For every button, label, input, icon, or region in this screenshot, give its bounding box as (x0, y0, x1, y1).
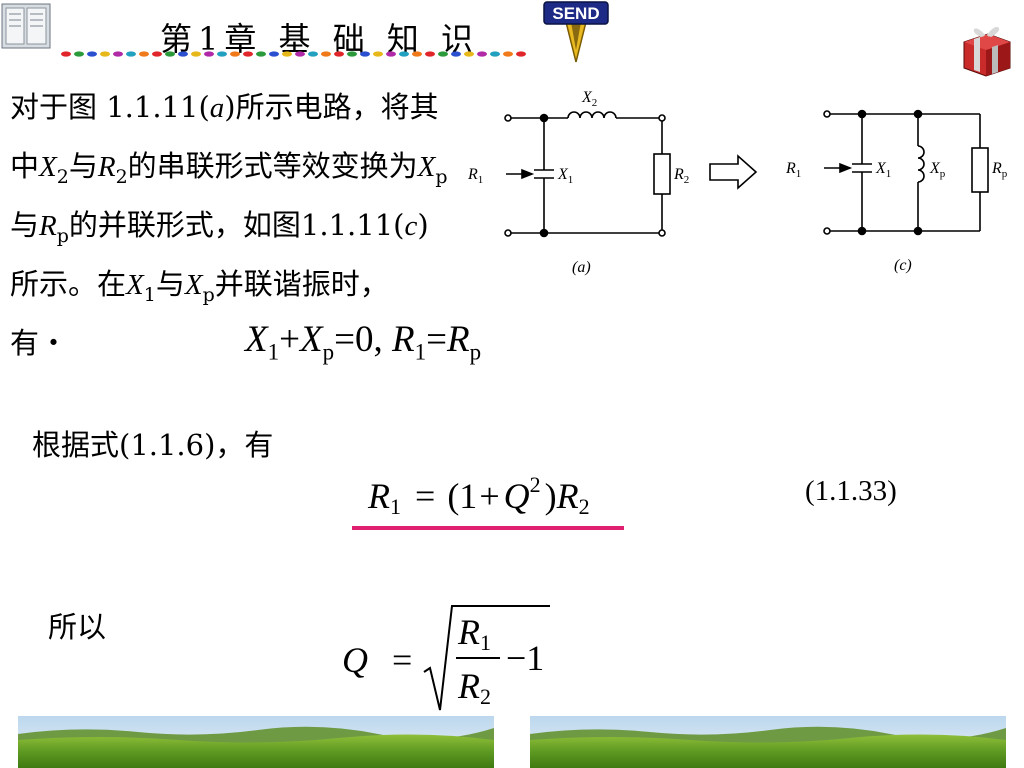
formula-reference-label: 根据式(1.1.6)，有 (32, 428, 274, 462)
svg-text:=: = (392, 640, 412, 680)
divider-dot (256, 51, 266, 57)
send-button[interactable]: SEND (540, 0, 612, 66)
divider-dot (373, 51, 383, 57)
equation-resonance: X1+Xp=0, R1=Rp (245, 319, 482, 365)
divider-dot (100, 51, 110, 57)
divider-dot (217, 51, 227, 57)
svg-text:X1: X1 (557, 166, 573, 186)
svg-text:Q: Q (342, 640, 368, 680)
divider-dot (243, 51, 253, 57)
landscape-banner-left (18, 716, 494, 768)
circuit-c (823, 109, 989, 236)
divider-dot (438, 51, 448, 57)
divider-dot (152, 51, 162, 57)
divider-dot (295, 51, 305, 57)
circuit-diagrams: X2 R1 X1 R2 (a) R1 X1 Xp Rp (c) (467, 89, 1008, 276)
equation-q: Q = R1 R2 −1 (342, 605, 550, 711)
divider-dot (87, 51, 97, 57)
circuit-a-labels: X2 R1 X1 R2 (a) (467, 89, 689, 276)
svg-text:R1=(1+Q2)R2: R1=(1+Q2)R2 (367, 472, 590, 519)
divider-dot (230, 51, 240, 57)
svg-text:Xp: Xp (929, 160, 946, 180)
divider-dot (347, 51, 357, 57)
svg-text:(a): (a) (572, 259, 591, 276)
circuit-a (504, 111, 671, 238)
divider-dot (178, 51, 188, 57)
divider-dot (113, 51, 123, 57)
divider-dot (321, 51, 331, 57)
divider-dot (477, 51, 487, 57)
divider-dot (334, 51, 344, 57)
send-label: SEND (552, 4, 599, 23)
svg-text:R1: R1 (785, 160, 801, 180)
divider-dot (386, 51, 396, 57)
svg-text:R1: R1 (457, 612, 491, 655)
divider-dot (191, 51, 201, 57)
divider-dot (139, 51, 149, 57)
divider-dot (360, 51, 370, 57)
divider-dot (165, 51, 175, 57)
therefore-label: 所以 (48, 610, 107, 644)
divider-dot (269, 51, 279, 57)
divider-dot (399, 51, 409, 57)
circuit-c-labels: R1 X1 Xp Rp (c) (785, 160, 1008, 274)
divider-dot (503, 51, 513, 57)
divider-dot (308, 51, 318, 57)
divider-dot (204, 51, 214, 57)
divider-dot (74, 51, 84, 57)
svg-text:R2: R2 (457, 666, 491, 709)
svg-text:X2: X2 (581, 89, 597, 109)
intro-paragraph: 对于图 1.1.11(a)所示电路，将其中X2与R2的串联形式等效变换为Xp与R… (10, 90, 448, 360)
svg-text:X1: X1 (875, 160, 891, 180)
divider-dot (412, 51, 422, 57)
divider-dot (61, 51, 71, 57)
divider-dot (464, 51, 474, 57)
divider-dot (451, 51, 461, 57)
gift-icon[interactable] (958, 20, 1016, 78)
equation-1-1-33: R1=(1+Q2)R2 (352, 472, 624, 530)
landscape-banner-right (530, 716, 1006, 768)
transform-arrow (709, 154, 758, 190)
divider-dot (282, 51, 292, 57)
svg-text:Rp: Rp (991, 160, 1008, 180)
svg-text:(c): (c) (894, 257, 912, 274)
header-dot-divider (61, 51, 526, 57)
divider-dot (126, 51, 136, 57)
book-icon[interactable] (0, 0, 52, 52)
svg-text:−1: −1 (506, 638, 544, 678)
svg-text:R2: R2 (673, 166, 689, 186)
equation-number: (1.1.33) (805, 475, 897, 507)
chapter-title: 第1章 基 础 知 识 (160, 20, 480, 58)
divider-dot (490, 51, 500, 57)
divider-dot (425, 51, 435, 57)
divider-dot (516, 51, 526, 57)
svg-text:R1: R1 (467, 166, 483, 186)
